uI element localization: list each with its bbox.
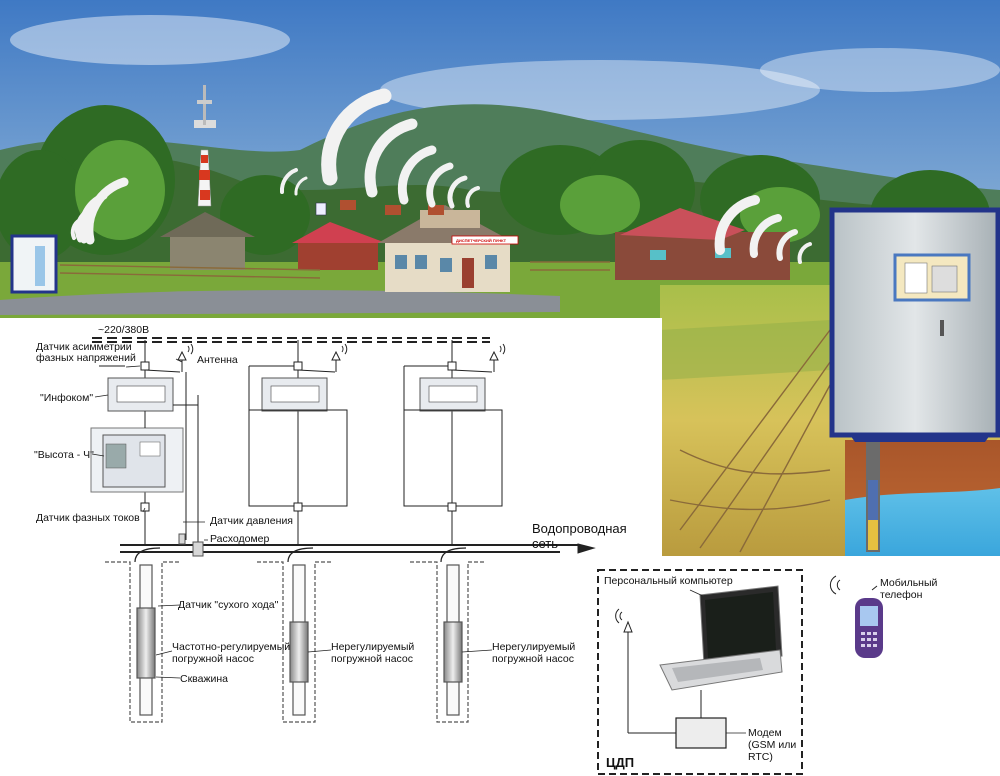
voltage-label: ~220/380В (98, 324, 150, 336)
modem-label-2: (GSM или (748, 739, 797, 751)
mobile-phone-icon (829, 575, 883, 658)
freq-pump-label-1: Частотно-регулируемый (172, 641, 291, 653)
laptop-icon (659, 585, 783, 691)
dispatch-sign: ДИСПЕТЧЕРСКИЙ ПУНКТ (456, 238, 507, 243)
vysota-label: "Высота - Ч" (34, 449, 94, 461)
wells (105, 547, 486, 723)
dry-run-sensor-label: Датчик "сухого хода" (178, 599, 279, 611)
antenna-label: Антенна (197, 354, 238, 366)
well-label: Скважина (180, 673, 229, 685)
antenna-icon (331, 343, 348, 372)
signal-wave-icon (70, 88, 812, 264)
modem-label-3: RTC) (748, 751, 773, 763)
pump-station-booth (829, 207, 1000, 442)
asym-sensor-label-2: фазных напряжений (36, 352, 136, 364)
fence (59, 261, 836, 553)
unreg-pump-b-label-2: погружной насос (492, 653, 574, 665)
mobile-phone-label-1: Мобильный (880, 577, 938, 589)
unreg-pump-a-label-2: погружной насос (331, 653, 413, 665)
power-bus (92, 337, 490, 343)
water-network-label-1: Водопроводная (532, 521, 627, 536)
tower-icon (194, 85, 216, 207)
village-houses (160, 200, 790, 292)
phase-current-label: Датчик фазных токов (36, 512, 140, 524)
freq-pump-label-2: погружной насос (172, 653, 254, 665)
pump-icon (289, 621, 309, 683)
flowmeter-label: Расходомер (210, 533, 270, 545)
small-booth (10, 234, 58, 294)
pc-label: Персональный компьютер (604, 575, 733, 587)
pump-icon (443, 621, 463, 683)
unreg-pump-b-label-1: Нерегулируемый (492, 641, 576, 653)
pump-units (90, 340, 506, 545)
unreg-pump-a-label-1: Нерегулируемый (331, 641, 415, 653)
leader-lines (91, 358, 493, 679)
asym-sensor-label-1: Датчик асимметрии (36, 341, 132, 353)
water-main (120, 533, 596, 557)
antenna-icon (615, 608, 633, 633)
pump-icon (136, 607, 156, 679)
modem-label-1: Модем (748, 727, 782, 739)
infokom-label: "Инфоком" (40, 392, 94, 404)
water-network-label-2: сеть (532, 536, 559, 551)
modem-icon (627, 630, 746, 749)
pressure-sensor-label: Датчик давления (210, 515, 293, 527)
antenna-icon (489, 343, 506, 372)
mobile-phone-label-2: телефон (880, 589, 923, 601)
cdp-label: ЦДП (606, 755, 635, 770)
antenna-icon (177, 343, 194, 372)
